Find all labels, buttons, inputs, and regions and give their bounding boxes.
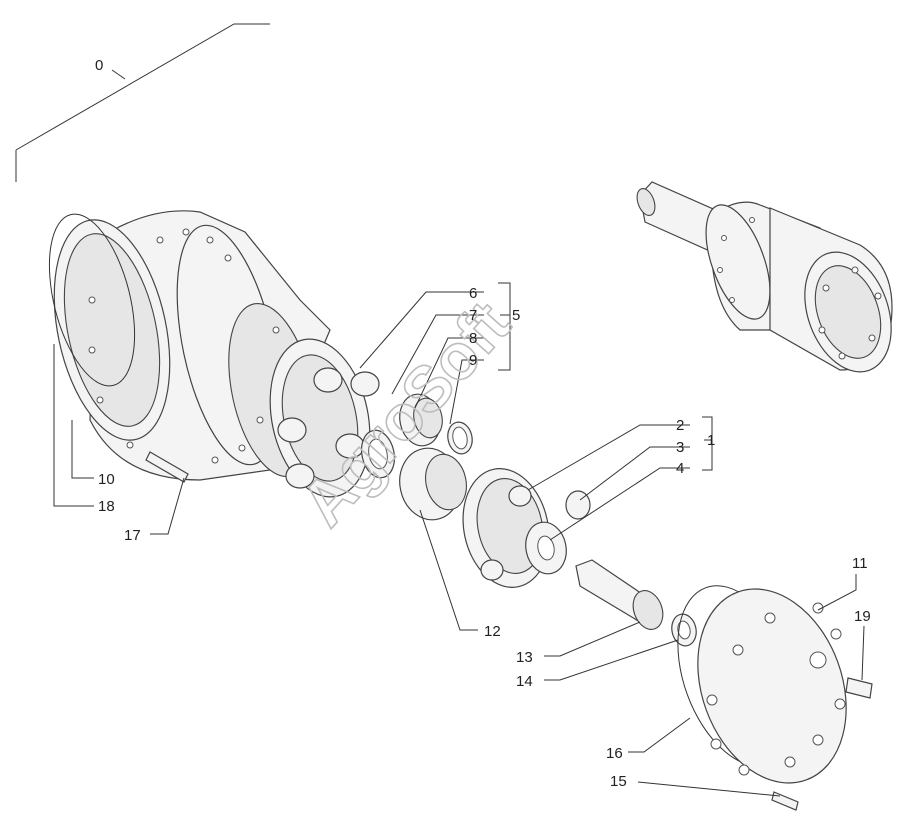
o-ring-large [48,213,136,387]
callout-13: 13 [516,649,533,666]
assembled-final-drive-view [636,181,893,373]
callout-17: 17 [124,527,141,544]
thrust-washer-4 [525,521,567,575]
callout-6: 6 [469,285,477,302]
sun-gear-12 [399,447,467,521]
bolt-15 [771,791,799,811]
drive-shaft-13 [575,559,664,630]
callout-10: 10 [98,471,115,488]
needle-bearing [565,490,591,520]
callout-3: 3 [676,439,684,456]
callout-7: 7 [469,307,477,324]
callout-19: 19 [854,608,871,625]
callout-8: 8 [469,330,477,347]
washer-14 [671,613,697,647]
callout-1: 1 [707,432,715,449]
callout-12: 12 [484,623,501,640]
thrust-ring [360,429,396,479]
planetary-housing [53,210,331,481]
leader-lines [53,282,865,797]
assembly-bracket [15,23,270,182]
callout-4: 4 [676,460,684,477]
callout-9: 9 [469,352,477,369]
snap-ring [447,421,473,455]
drain-plug-19 [845,677,873,699]
bolt-17 [145,451,189,483]
callout-11: 11 [852,555,868,572]
callout-0: 0 [95,57,103,74]
callout-18: 18 [98,498,115,515]
callout-5: 5 [512,307,520,324]
callout-2: 2 [676,417,684,434]
callout-15: 15 [610,773,627,790]
planet-carrier-assembly [269,338,380,498]
callout-labels: 0 1 2 3 4 5 6 7 8 9 10 11 12 13 14 15 16… [95,57,871,790]
callout-14: 14 [516,673,533,690]
callout-16: 16 [606,745,623,762]
end-cover-11 [677,585,847,784]
planet-gear-small [399,393,443,447]
